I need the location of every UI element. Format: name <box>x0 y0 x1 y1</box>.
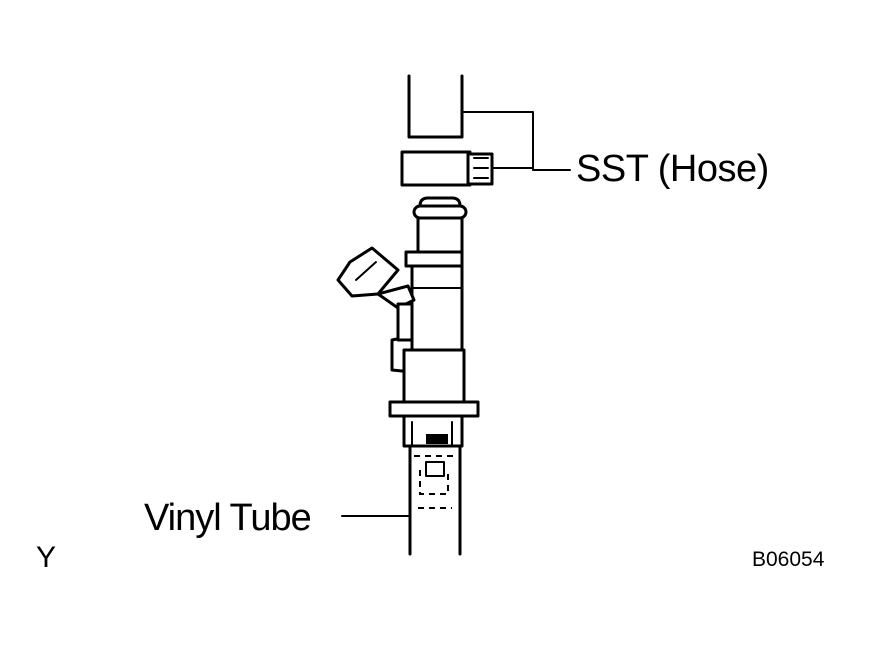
vinyl-tube <box>408 444 462 556</box>
view-mark-label: Y <box>36 541 57 574</box>
sst-hose-adapter <box>400 150 494 187</box>
sst-hose <box>407 74 464 139</box>
sst-leader-line <box>461 111 571 171</box>
figure-code-label: B06054 <box>752 548 825 571</box>
fuel-injector <box>336 196 480 448</box>
vinyl-tube-label: Vinyl Tube <box>144 497 312 539</box>
sst-hose-label: SST (Hose) <box>576 148 769 190</box>
